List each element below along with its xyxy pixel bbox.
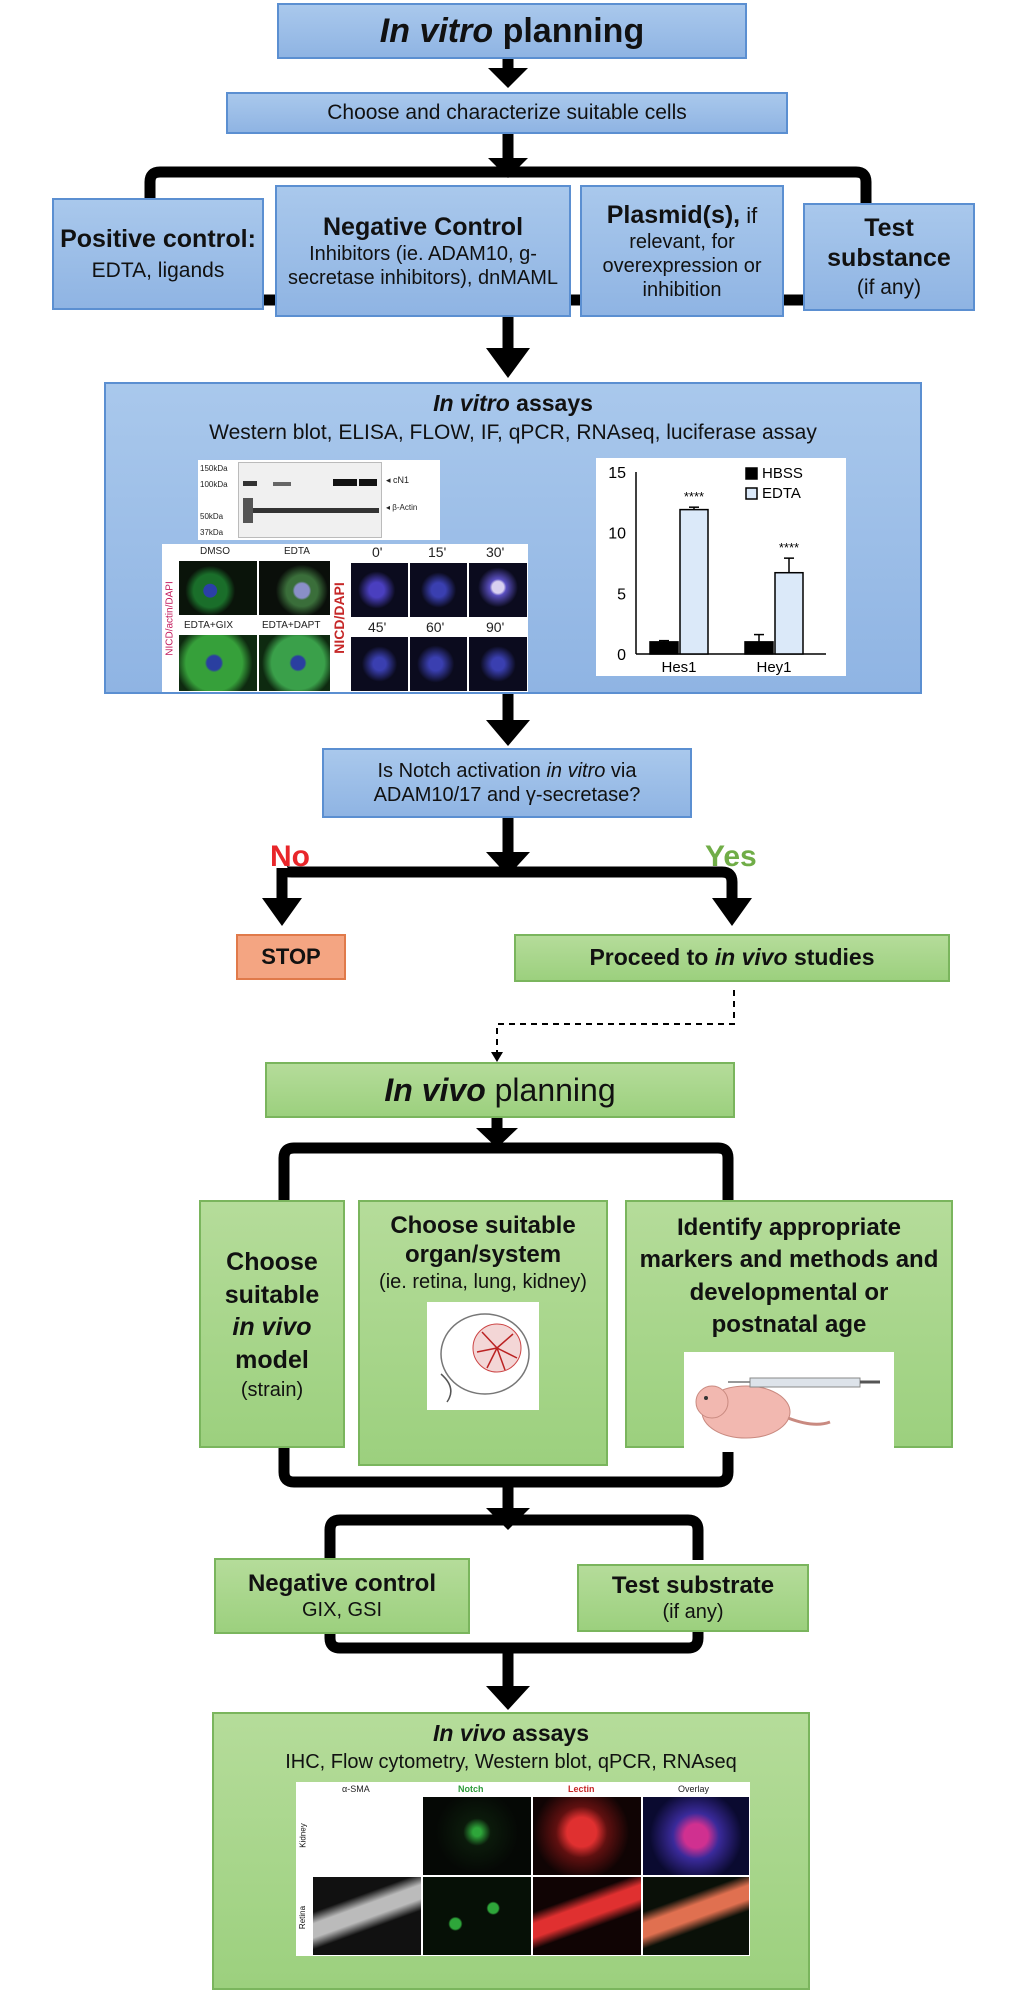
micrograph	[258, 560, 338, 616]
micrograph	[178, 634, 258, 692]
decision-question-box: Is Notch activation in vitro via ADAM10/…	[322, 748, 692, 818]
if-label: EDTA+DAPT	[262, 620, 321, 631]
time-label: 60'	[426, 619, 445, 635]
test-substance-box: Test substance (if any)	[803, 203, 975, 311]
bar-hbss-hes1	[649, 641, 679, 655]
micrograph	[532, 1796, 642, 1876]
y-tick-label: 5	[617, 586, 626, 603]
stop-box: STOP	[236, 934, 346, 980]
negative-control-2-box: Negative control GIX, GSI	[214, 1558, 470, 1634]
if-side-label: NICD/actin/DAPI	[164, 580, 176, 656]
bracket-invivo-top	[278, 1142, 734, 1200]
if-label: DMSO	[200, 546, 230, 557]
y-tick-label: 0	[617, 647, 626, 664]
if-label: EDTA	[284, 546, 310, 557]
if-label: EDTA+GIX	[184, 620, 233, 631]
blot-membrane	[238, 462, 382, 538]
micrograph	[312, 1876, 422, 1956]
choose-model-box: Choose suitable in vivo model (strain)	[199, 1200, 345, 1448]
row-label: Retina	[298, 1905, 308, 1929]
micrograph	[350, 562, 409, 618]
micrograph	[350, 636, 409, 692]
bar-edta-hes1	[679, 508, 709, 655]
if2-side-label: NICD/DAPI	[331, 582, 347, 654]
retina-illustration	[427, 1301, 539, 1410]
column-label: Notch	[458, 1784, 484, 1794]
legend-swatch	[745, 467, 758, 480]
legend-label: EDTA	[762, 485, 801, 502]
choose-cells-box: Choose and characterize suitable cells	[226, 92, 788, 134]
y-tick-label: 10	[608, 526, 626, 543]
mouse-injection-illustration	[684, 1351, 894, 1452]
column-label: Overlay	[678, 1784, 710, 1794]
category-label: Hes1	[661, 659, 696, 676]
column-label: α-SMA	[342, 1784, 370, 1794]
invivo-micrograph-grid: α-SMA Notch Lectin Overlay Kidney Retina	[296, 1782, 750, 1956]
bar-edta-hey1	[774, 571, 804, 655]
if-panel-2: NICD/DAPI 0' 15' 30' 45' 60' 90'	[330, 544, 528, 692]
mouse-syringe-icon	[695, 1377, 880, 1439]
legend-label: HBSS	[762, 465, 803, 482]
column-label: Lectin	[568, 1784, 595, 1794]
plasmid-box: Plasmid(s), if relevant, for overexpress…	[580, 185, 784, 317]
time-label: 45'	[368, 619, 387, 635]
ladder-label: 150kDa	[200, 464, 228, 473]
ladder-label: 37kDa	[200, 528, 224, 537]
micrograph	[468, 636, 528, 692]
micrograph	[409, 636, 468, 692]
time-label: 0'	[372, 544, 383, 560]
test-substrate-box: Test substrate (if any)	[577, 1564, 809, 1632]
proceed-box: Proceed to in vivo studies	[514, 934, 950, 982]
time-label: 90'	[486, 619, 505, 635]
micrograph	[422, 1876, 532, 1956]
micrograph	[409, 562, 468, 618]
micrograph	[642, 1796, 750, 1876]
bar-chart-panel: 0 5 10 15 **** Hes1 **** Hey1 HBSS EDTA	[596, 458, 846, 676]
micrograph	[422, 1796, 532, 1876]
identify-markers-box: Identify appropriate markers and methods…	[625, 1200, 953, 1452]
row-label: Kidney	[298, 1822, 308, 1848]
positive-control-box: Positive control: EDTA, ligands	[52, 198, 264, 310]
ladder-label: 50kDa	[200, 512, 224, 521]
negative-control-box: Negative Control Inhibitors (ie. ADAM10,…	[275, 185, 571, 317]
invitro-planning-title: In vitro planning	[277, 3, 747, 59]
band-label-cn1: cN1	[393, 475, 410, 485]
time-label: 30'	[486, 544, 505, 560]
ladder-label: 100kDa	[200, 480, 228, 489]
micrograph	[468, 562, 528, 618]
significance-label: ****	[684, 489, 704, 504]
no-label: No	[270, 840, 310, 873]
micrograph	[178, 560, 258, 616]
retina-icon	[440, 1312, 530, 1403]
time-label: 15'	[428, 544, 447, 560]
invivo-planning-title: In vivo planning	[265, 1062, 735, 1118]
micrograph	[258, 634, 338, 692]
micrograph	[642, 1876, 750, 1956]
bracket-controls2-bottom	[324, 1600, 704, 1654]
micrograph	[532, 1876, 642, 1956]
significance-label: ****	[779, 540, 799, 555]
legend-swatch	[745, 487, 758, 500]
y-tick-label: 15	[608, 465, 626, 482]
if-panel-1: NICD/actin/DAPI DMSO EDTA EDTA+GIX EDTA+…	[162, 544, 338, 692]
yes-label: Yes	[705, 840, 757, 873]
bar-hbss-hey1	[744, 641, 774, 655]
band-label-actin: β-Actin	[392, 503, 418, 512]
category-label: Hey1	[756, 659, 791, 676]
western-blot-image: 150kDa 100kDa 50kDa 37kDa ◂ cN1 ◂ β-Acti…	[198, 460, 440, 540]
bar-chart: 0 5 10 15 **** Hes1 **** Hey1 HBSS EDTA	[608, 465, 826, 676]
choose-organ-box: Choose suitable organ/system (ie. retina…	[358, 1200, 608, 1466]
bracket-controls2-top	[324, 1514, 704, 1560]
